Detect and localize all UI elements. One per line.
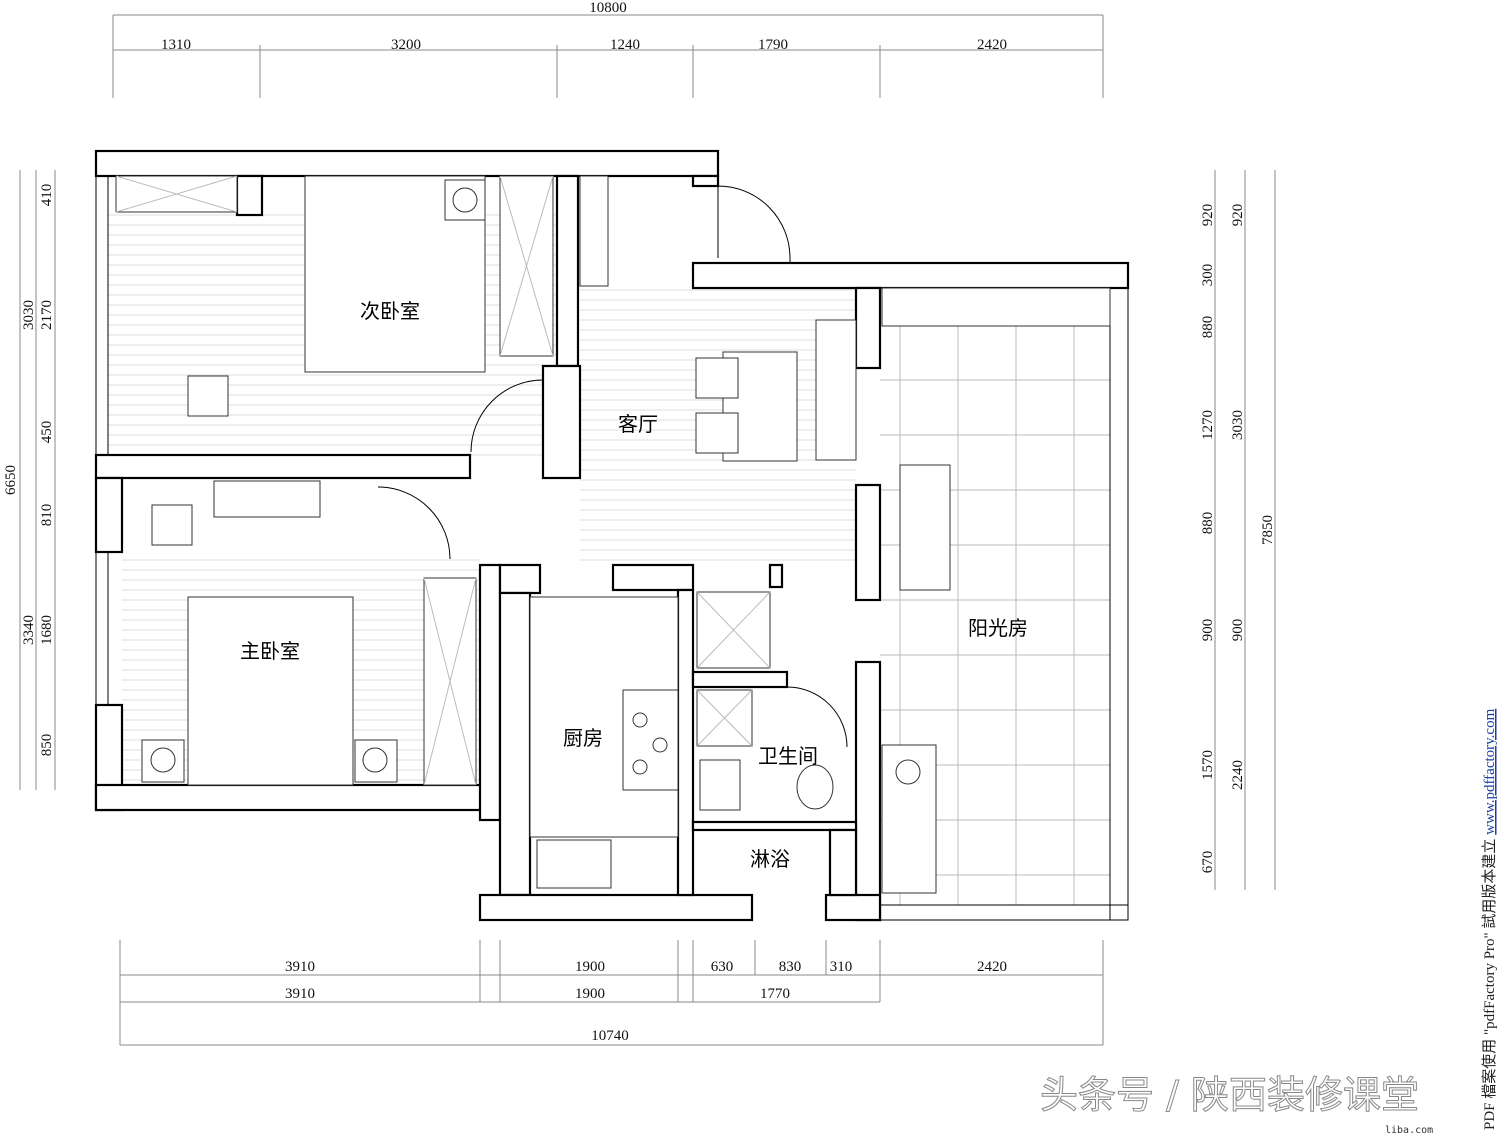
dim-top: 1310 xyxy=(161,37,191,53)
room-label-sunroom: 阳光房 xyxy=(968,616,1028,640)
doors xyxy=(377,185,848,748)
dim-bottom: 3910 xyxy=(285,986,315,1002)
dim-right: 2240 xyxy=(1230,760,1246,790)
dim-right: 920 xyxy=(1200,204,1216,227)
dim-right: 880 xyxy=(1200,316,1216,339)
toilet xyxy=(796,764,834,810)
dim-bottom: 1900 xyxy=(575,986,605,1002)
pdf-link[interactable]: www.pdffactory.com xyxy=(1482,708,1498,834)
dim-right: 920 xyxy=(1230,204,1246,227)
watermark-text: 头条号 / 陕西装修课堂 xyxy=(1040,1073,1419,1117)
dim-right: 3030 xyxy=(1230,410,1246,440)
room-label-shower: 淋浴 xyxy=(750,847,790,871)
site-logo: liba.com xyxy=(1385,1125,1433,1136)
dim-left: 2170 xyxy=(39,300,55,330)
dim-bottom: 1900 xyxy=(575,959,605,975)
dim-bottom: 830 xyxy=(779,959,802,975)
furniture xyxy=(115,175,1111,894)
lounge-chair xyxy=(899,464,951,591)
dim-top: 1240 xyxy=(610,37,640,53)
room-label-kitchen: 厨房 xyxy=(563,726,603,750)
room-label-master-bedroom: 主卧室 xyxy=(240,639,300,663)
tv-cabinet xyxy=(815,319,857,461)
room-label-second-bedroom: 次卧室 xyxy=(360,299,420,323)
dim-bottom: 630 xyxy=(711,959,734,975)
dim-bottom-total: 10740 xyxy=(591,1028,629,1044)
dim-right: 900 xyxy=(1200,619,1216,642)
dim-top: 1790 xyxy=(758,37,788,53)
dim-top: 2420 xyxy=(977,37,1007,53)
dim-right: 900 xyxy=(1230,619,1246,642)
dim-right: 300 xyxy=(1200,264,1216,287)
dim-right: 670 xyxy=(1200,851,1216,874)
dim-left: 3340 xyxy=(21,615,37,645)
dim-right: 1570 xyxy=(1200,750,1216,780)
dim-left: 410 xyxy=(39,184,55,207)
dim-left: 810 xyxy=(39,504,55,527)
dim-left: 450 xyxy=(39,421,55,444)
dim-bottom: 2420 xyxy=(977,959,1007,975)
stove xyxy=(622,689,679,791)
dim-bottom: 1770 xyxy=(760,986,790,1002)
dim-top-total: 10800 xyxy=(589,0,627,16)
dim-left: 850 xyxy=(39,734,55,757)
dim-left: 1680 xyxy=(39,615,55,645)
dim-bottom: 3910 xyxy=(285,959,315,975)
room-label-living-room: 客厅 xyxy=(618,412,658,436)
dim-right: 1270 xyxy=(1200,410,1216,440)
dim-top: 3200 xyxy=(391,37,421,53)
dim-left-total: 6650 xyxy=(3,465,19,495)
master-bed xyxy=(187,596,354,786)
kitchen-sink xyxy=(536,839,612,889)
dim-left: 3030 xyxy=(21,300,37,330)
walls xyxy=(94,149,1130,922)
washbasin xyxy=(699,759,741,811)
dim-bottom: 310 xyxy=(830,959,853,975)
dimension-lines xyxy=(19,14,1276,1046)
dim-right: 880 xyxy=(1200,512,1216,535)
room-label-bathroom: 卫生间 xyxy=(758,744,818,768)
dim-right-total: 7850 xyxy=(1260,515,1276,545)
pdf-notice: PDF 檔案使用 "pdfFactory Pro" 試用版本建立 www.pdf… xyxy=(1480,708,1498,1130)
